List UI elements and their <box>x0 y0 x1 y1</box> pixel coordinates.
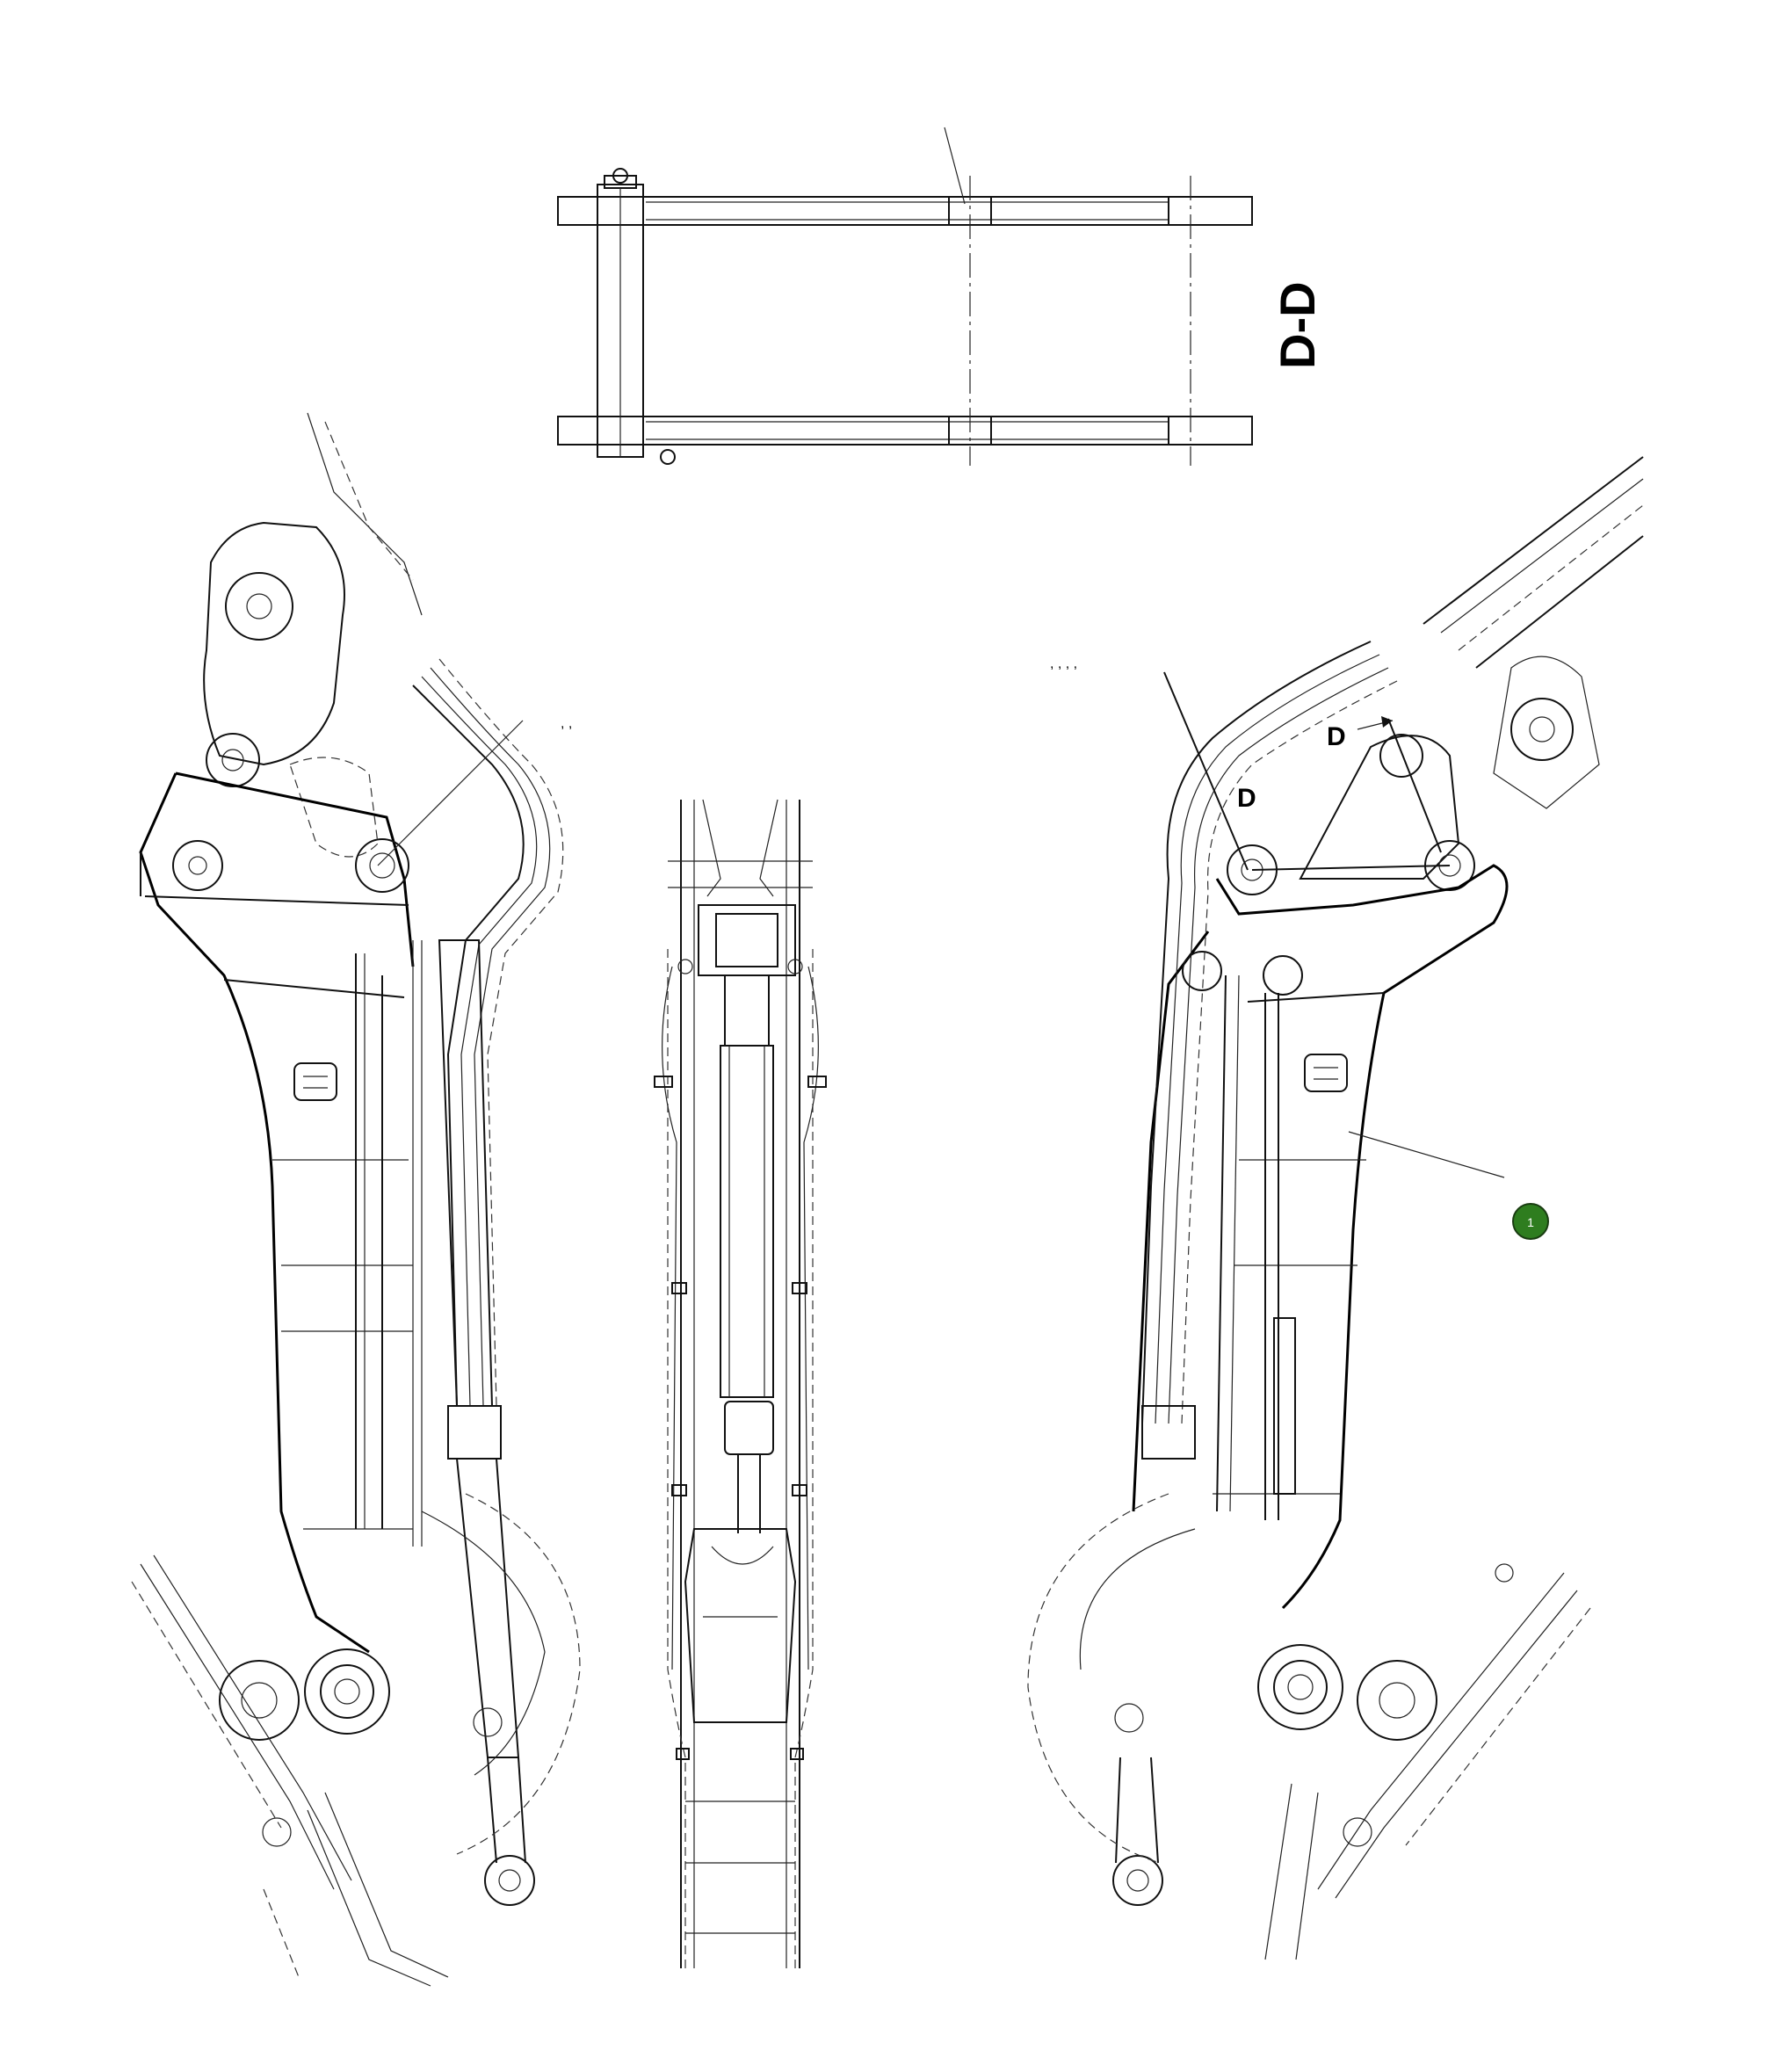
center-front-view <box>654 799 827 1968</box>
right-leader-ticks: , , , , <box>1050 656 1077 671</box>
callout-1[interactable]: 1 <box>1512 1203 1549 1240</box>
left-arm-view: , , <box>131 412 581 1987</box>
section-marker-d-lower: D <box>1237 784 1256 813</box>
section-title: D-D <box>1270 281 1325 369</box>
callout-1-number: 1 <box>1527 1215 1534 1229</box>
left-leader-ticks: , , <box>561 716 572 731</box>
section-marker-d-upper: D <box>1327 722 1346 751</box>
callout-1-marker[interactable] <box>1512 1203 1549 1240</box>
right-arm-view: D D , , , , <box>1027 456 1644 1960</box>
section-d-d-view: D-D <box>557 127 1325 466</box>
